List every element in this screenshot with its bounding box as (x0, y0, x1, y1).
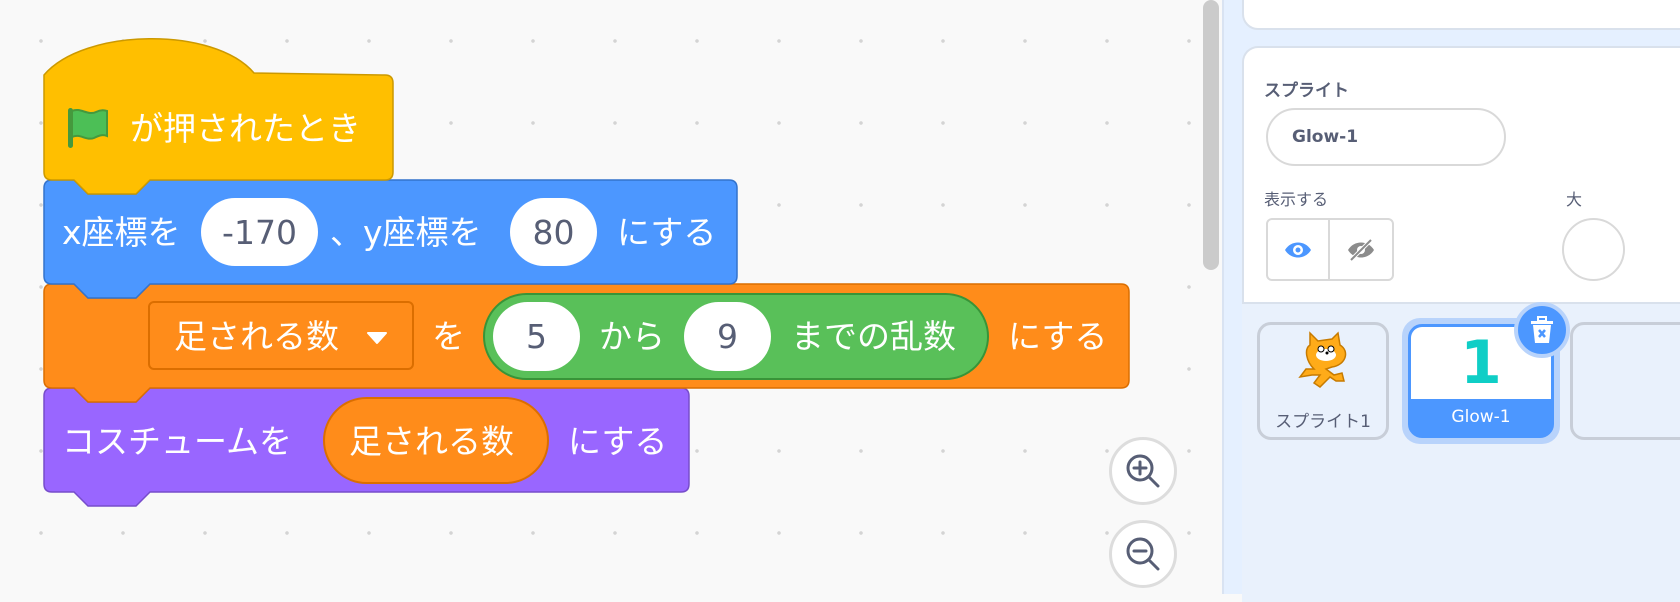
visibility-toggle (1266, 218, 1394, 281)
stage-card (1242, 0, 1680, 30)
size-input[interactable] (1562, 218, 1625, 281)
variable-reporter[interactable]: 足される数 (323, 397, 549, 484)
sprite-tile-name: Glow-1 (1451, 407, 1511, 427)
variable-dropdown-label: 足される数 (174, 317, 339, 356)
sprite-tile-name: スプライト1 (1275, 412, 1371, 432)
setvar-label-1: を (432, 317, 465, 356)
show-label: 表示する (1264, 190, 1329, 209)
size-label: 大 (1566, 190, 1583, 209)
y-input[interactable]: 80 (510, 198, 597, 266)
eye-hidden-icon (1348, 238, 1374, 261)
delete-sprite-button[interactable] (1514, 302, 1570, 358)
variable-dropdown[interactable]: 足される数 (148, 301, 414, 370)
green-flag-icon (68, 108, 108, 148)
costume-label-2: にする (568, 422, 668, 461)
trash-icon (1531, 316, 1553, 343)
show-button[interactable] (1268, 220, 1330, 279)
eye-icon (1285, 242, 1311, 257)
x-input[interactable]: -170 (201, 198, 318, 266)
cat-sprite-icon (1298, 331, 1347, 388)
sprite-heading: スプライト (1264, 81, 1349, 101)
hat-label: が押されたとき (130, 109, 361, 148)
vertical-scrollbar[interactable] (1203, 0, 1219, 270)
goto-label-3: にする (617, 213, 717, 252)
sprite-tile[interactable] (1570, 322, 1680, 440)
script-area[interactable]: が押されたとき x座標を -170 、y座標を 80 にする 足される数 を 5… (0, 0, 1222, 594)
random-label-1: から (599, 317, 665, 356)
hat-block-shape (43, 38, 394, 195)
sprite-list: スプライト1 1 Glow-1 (1242, 302, 1680, 602)
glow-1-thumbnail: 1 (1411, 327, 1551, 399)
random-label-2: までの乱数 (791, 317, 956, 356)
hide-button[interactable] (1330, 220, 1392, 279)
setvar-label-2: にする (1008, 317, 1108, 356)
zoom-in-icon (1126, 454, 1160, 488)
sprite-tile-selected[interactable]: 1 Glow-1 (1402, 302, 1570, 444)
dropdown-arrow-icon (367, 332, 387, 344)
zoom-out-icon (1126, 537, 1160, 571)
zoom-in-button[interactable] (1109, 437, 1177, 505)
costume-label-1: コスチュームを (62, 422, 293, 461)
sprite-info-card: スプライト Glow-1 表示する 大 (1242, 46, 1680, 346)
sprite-name-input[interactable]: Glow-1 (1266, 108, 1506, 166)
zoom-out-button[interactable] (1109, 520, 1177, 588)
random-from-input[interactable]: 5 (493, 302, 580, 371)
variable-reporter-label: 足される数 (349, 422, 514, 461)
sprite-pane: スプライト Glow-1 表示する 大 スプライト1 1 Glow-1 (1222, 0, 1680, 602)
sprite-tile[interactable]: スプライト1 (1257, 322, 1389, 440)
goto-label-2: 、y座標を (330, 213, 482, 252)
random-to-input[interactable]: 9 (684, 302, 771, 371)
goto-label-1: x座標を (62, 213, 181, 252)
pick-random-reporter[interactable]: 5 から 9 までの乱数 (483, 293, 989, 380)
